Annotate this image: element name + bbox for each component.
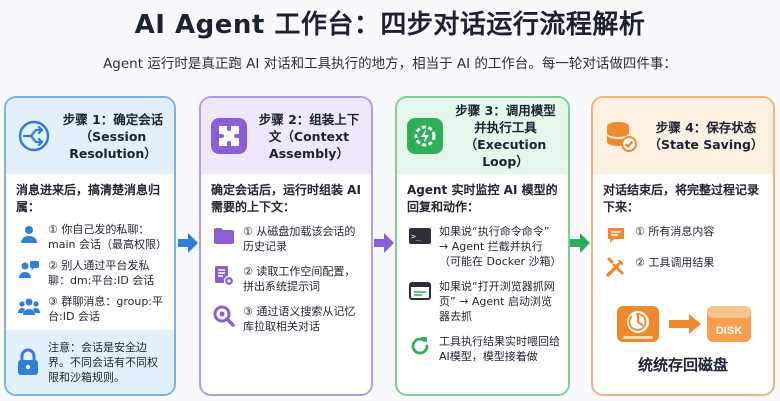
page-subtitle: Agent 运行时是真正跑 AI 对话和工具执行的地方，相当于 AI 的工作台。… bbox=[103, 56, 677, 72]
arrow-right-icon bbox=[669, 314, 701, 334]
list-item: ② 别人通过平台发私聊：dm:平台:ID 会话 bbox=[6, 258, 174, 288]
list-item: 工具执行结果实时喂回给AI模型，模型接着做 bbox=[397, 334, 568, 364]
step-1-note: 注意：会话是安全边界。不同会话有不同权限和沙箱规则。 bbox=[48, 340, 158, 384]
step-2-intro: 确定会话后，运行时组装 AI 需要的上下文： bbox=[211, 183, 361, 214]
step-2-card: 步骤 2：组装上下文（Context Assembly） 确定会话后，运行时组装… bbox=[199, 96, 373, 396]
step-1-intro: 消息进来后，搞清楚消息归属： bbox=[16, 183, 161, 214]
step-2-header: 步骤 2：组装上下文（Context Assembly） bbox=[201, 98, 371, 174]
step-1-title: 步骤 1：确定会话（Session Resolution） bbox=[62, 111, 164, 161]
step-4-card: 步骤 4：保存状态（State Saving） 对话结束后，将完整过程记录下来：… bbox=[591, 96, 775, 396]
step-4-title: 步骤 4：保存状态（State Saving） bbox=[648, 120, 764, 152]
step-3-item-3: 工具执行结果实时喂回给AI模型，模型接着做 bbox=[439, 335, 560, 363]
disk-label: DISK bbox=[716, 325, 742, 337]
tools-icon bbox=[605, 256, 627, 278]
step-2-title: 步骤 2：组装上下文（Context Assembly） bbox=[258, 111, 360, 161]
step-1-card: 步骤 1：确定会话（Session Resolution） 消息进来后，搞清楚消… bbox=[4, 96, 176, 396]
puzzle-icon bbox=[211, 118, 247, 154]
terminal-icon: >_ bbox=[409, 225, 431, 247]
step-3-intro: Agent 实时监控 AI 模型的回复和动作： bbox=[407, 183, 558, 214]
arrow-right-icon bbox=[570, 233, 590, 253]
step-4-intro: 对话结束后，将完整过程记录下来： bbox=[603, 183, 760, 214]
step-4-item-1: ① 所有消息内容 bbox=[635, 225, 715, 238]
refresh-icon bbox=[409, 335, 431, 357]
list-item: >_ 如果说“执行命令命令” → Agent 拦截并执行（可能在 Docker … bbox=[397, 224, 568, 269]
folder-icon bbox=[213, 225, 235, 247]
step-3-card: 步骤 3：调用模型并执行工具（Execution Loop） Agent 实时监… bbox=[395, 96, 570, 396]
arrow-right-icon bbox=[374, 233, 394, 253]
group-icon bbox=[18, 295, 40, 317]
step-1-header: 步骤 1：确定会话（Session Resolution） bbox=[6, 98, 174, 174]
list-item: ③ 群聊消息：group:平台:ID 会话 bbox=[6, 294, 174, 324]
lock-icon bbox=[16, 348, 40, 376]
list-item: ② 工具调用结果 bbox=[593, 255, 773, 278]
page-title: AI Agent 工作台：四步对话运行流程解析 bbox=[134, 10, 646, 40]
step-1-item-1: ① 你自己发的私聊：main 会话（最高权限） bbox=[48, 223, 167, 251]
step-3-item-1: 如果说“执行命令命令” → Agent 拦截并执行（可能在 Docker 沙箱） bbox=[439, 225, 562, 268]
list-item: ① 所有消息内容 bbox=[593, 224, 773, 247]
step-4-final: 统统存回磁盘 bbox=[637, 356, 728, 374]
save-to-disk-illustration: DISK bbox=[617, 306, 751, 342]
arrow-right-icon bbox=[178, 233, 198, 253]
security-note: 注意：会话是安全边界。不同会话有不同权限和沙箱规则。 bbox=[6, 330, 174, 394]
user-icon bbox=[18, 223, 40, 245]
message-icon bbox=[605, 225, 627, 247]
step-1-item-2: ② 别人通过平台发私聊：dm:平台:ID 会话 bbox=[48, 259, 155, 287]
search-icon bbox=[213, 305, 235, 327]
step-2-item-2: ② 读取工作空间配置，拼出系统提示词 bbox=[243, 265, 356, 293]
list-item: ① 从磁盘加载该会话的历史记录 bbox=[201, 224, 371, 254]
step-4-item-2: ② 工具调用结果 bbox=[635, 256, 715, 269]
gear-bolt-icon bbox=[407, 118, 443, 154]
list-item: ③ 通过语义搜索从记忆库拉取相关对话 bbox=[201, 304, 371, 334]
step-3-title: 步骤 3：调用模型并执行工具（Execution Loop） bbox=[455, 103, 556, 169]
browser-icon bbox=[409, 280, 431, 302]
step-2-item-3: ③ 通过语义搜索从记忆库拉取相关对话 bbox=[243, 305, 356, 333]
step-2-item-1: ① 从磁盘加载该会话的历史记录 bbox=[243, 225, 356, 253]
routing-icon bbox=[16, 118, 52, 154]
document-settings-icon bbox=[213, 265, 235, 287]
step-3-item-2: 如果说“打开浏览器抓网页” → Agent 启动浏览器去抓 bbox=[439, 280, 555, 323]
user-chat-icon bbox=[18, 259, 40, 281]
step-4-header: 步骤 4：保存状态（State Saving） bbox=[593, 98, 773, 174]
list-item: 如果说“打开浏览器抓网页” → Agent 启动浏览器去抓 bbox=[397, 279, 568, 324]
list-item: ② 读取工作空间配置，拼出系统提示词 bbox=[201, 264, 371, 294]
database-check-icon bbox=[603, 118, 639, 154]
step-1-item-3: ③ 群聊消息：group:平台:ID 会话 bbox=[48, 295, 164, 323]
step-3-header: 步骤 3：调用模型并执行工具（Execution Loop） bbox=[397, 98, 568, 174]
list-item: ① 你自己发的私聊：main 会话（最高权限） bbox=[6, 222, 174, 252]
